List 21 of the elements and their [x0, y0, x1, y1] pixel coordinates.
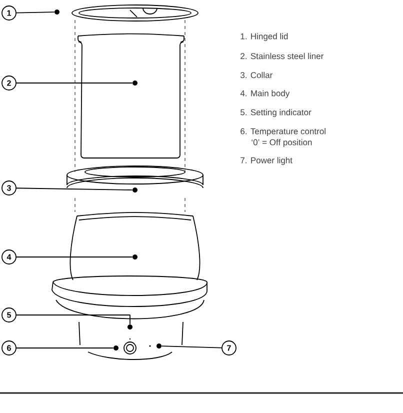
callout-number: 5 [2, 308, 16, 322]
list-item: 6. Temperature control [240, 128, 326, 136]
callout-number: 4 [2, 250, 16, 264]
leader-line [16, 256, 133, 258]
callout-number: 7 [222, 340, 236, 356]
list-item: 7. Power light [240, 157, 292, 165]
leader-line [16, 188, 133, 190]
callout-number: 3 [2, 180, 16, 196]
callout-number: 6 [2, 340, 16, 356]
list-item: 2. Stainless steel liner [240, 52, 324, 60]
callout-number: 1 [2, 6, 16, 20]
list-item: 5. Setting indicator [240, 109, 312, 117]
leader-line [161, 346, 222, 348]
leader-line [16, 82, 133, 84]
list-item: 3. Collar [240, 72, 272, 78]
callout-number: 2 [2, 76, 16, 90]
list-item: 1. Hinged lid [240, 33, 288, 41]
list-item: 4. Main body [240, 90, 290, 98]
list-item: ‘0’ = Off position [252, 139, 312, 147]
leader-line [16, 12, 55, 14]
leader-line [16, 314, 130, 325]
